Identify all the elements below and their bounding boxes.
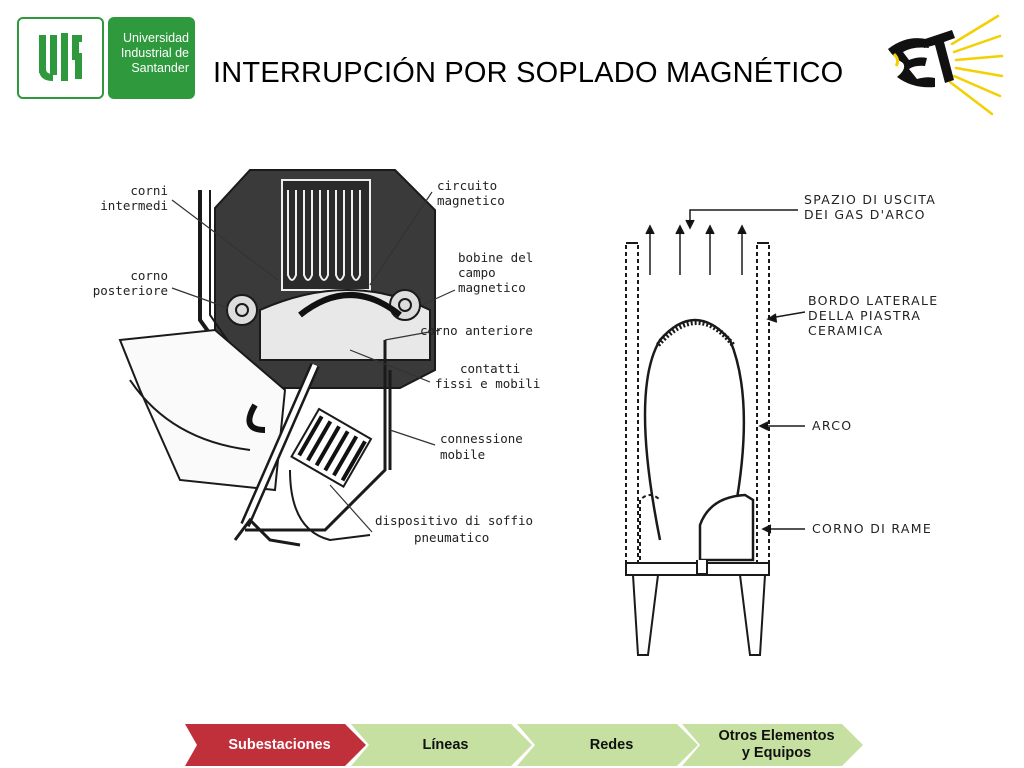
label-corno-rame: CORNO DI RAME	[812, 521, 932, 536]
nav-otros-line-1: Otros Elementos	[718, 728, 835, 744]
et-logo	[880, 14, 1005, 124]
university-name-line-1: Universidad	[122, 31, 189, 45]
university-name-line-2: Industrial de	[120, 46, 189, 60]
university-name-line-3: Santander	[131, 61, 189, 75]
nav-otros-line-2: y Equipos	[741, 745, 812, 761]
label-arco: ARCO	[812, 418, 852, 433]
university-name-box: Universidad Industrial de Santander	[108, 17, 195, 99]
nav-subestaciones-label: Subestaciones	[228, 736, 331, 753]
nav-subestaciones[interactable]: Subestaciones	[185, 724, 366, 766]
page-title: INTERRUPCIÓN POR SOPLADO MAGNÉTICO	[213, 57, 844, 89]
nav-lineas-label: Líneas	[422, 736, 469, 753]
arc-chamber-drawing	[625, 209, 806, 656]
nav-otros-elementos-label: Otros Elementos y Equipos	[682, 724, 863, 766]
nav-otros-elementos[interactable]: Otros Elementos y Equipos	[682, 724, 863, 766]
label-corno-anteriore: corno anteriore	[420, 323, 533, 338]
nav-lineas[interactable]: Líneas	[351, 724, 532, 766]
breaker-drawing	[118, 169, 456, 547]
nav-redes-label: Redes	[589, 736, 634, 753]
nav-redes[interactable]: Redes	[517, 724, 698, 766]
uis-logo-mark	[17, 17, 104, 99]
